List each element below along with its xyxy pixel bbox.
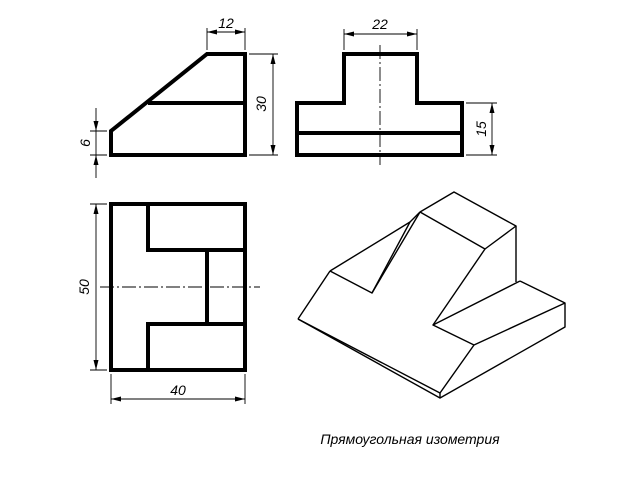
iso-base-outline [297,280,566,399]
iso-upper-top-face [419,191,517,250]
iso-left-slope-edge [297,270,331,320]
dim-label-50: 50 [76,279,92,295]
isometric-view [297,191,566,399]
iso-notch-edge [371,211,421,294]
side-view-outline [295,52,464,157]
dim-label-6: 6 [77,139,93,147]
iso-lower-step-edges [432,280,521,346]
dim-front-step: 6 [77,108,107,178]
top-view-lower-notch [146,322,247,372]
dim-front-top-width: 12 [206,15,246,50]
dim-label-30: 30 [253,96,269,112]
dim-side-height: 15 [466,102,497,156]
side-view [295,45,464,165]
dim-label-22: 22 [371,16,388,32]
top-view [100,202,260,372]
dim-plan-width: 40 [110,374,246,404]
top-view-upper-notch [146,202,247,252]
dim-front-height: 30 [249,53,278,156]
front-view [109,52,247,157]
iso-front-bottom-edge [297,318,475,394]
iso-right-bottom-edge [473,302,566,346]
front-view-outline [109,52,247,157]
iso-upper-back-slope [329,221,411,272]
dim-label-40: 40 [170,382,186,398]
dim-side-width: 22 [343,16,418,50]
dim-plan-depth: 50 [76,203,107,371]
iso-upper-front-edge [432,248,486,326]
dim-label-12: 12 [218,15,234,31]
isometry-caption: Прямоугольная изометрия [320,431,500,447]
dim-label-15: 15 [473,121,489,137]
iso-upper-left-edges [329,211,421,294]
